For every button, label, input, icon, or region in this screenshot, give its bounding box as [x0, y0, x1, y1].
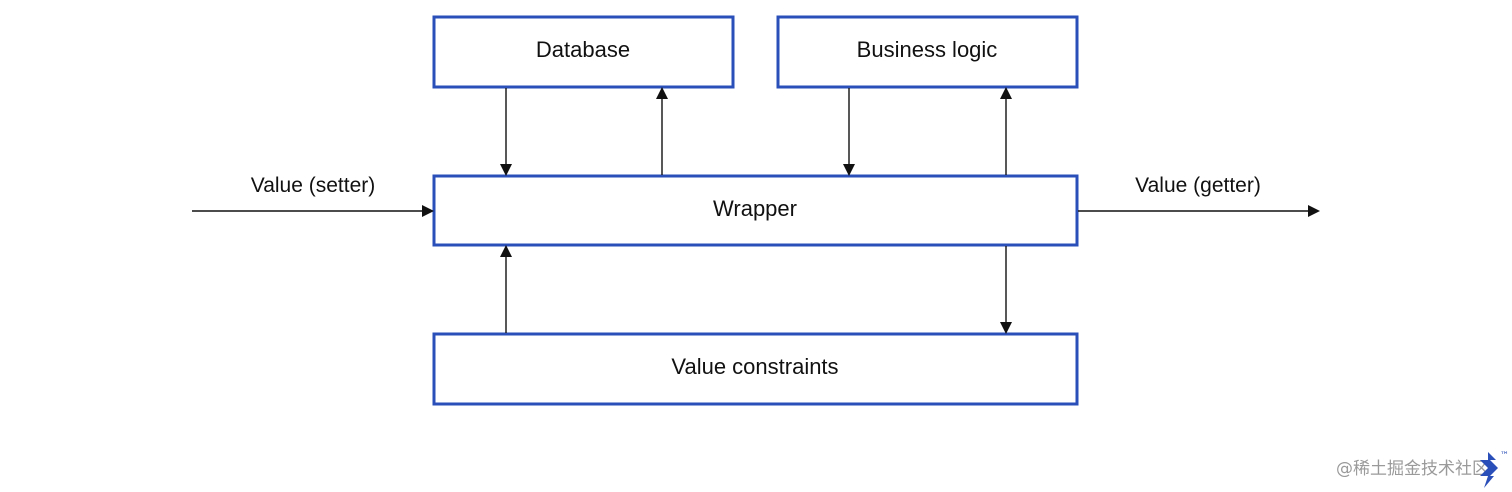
database-label: Database — [536, 37, 630, 62]
business-logic-label: Business logic — [857, 37, 998, 62]
watermark-text: @稀土掘金技术社区 — [1336, 459, 1489, 479]
wrapper-label: Wrapper — [713, 196, 797, 221]
value-constraints-box: Value constraints — [432, 332, 1079, 406]
database-box: Database — [432, 15, 735, 89]
value-constraints-label: Value constraints — [671, 354, 838, 379]
setter-label: Value (setter) — [251, 174, 376, 197]
trademark-mark: ™ — [1500, 451, 1509, 461]
toptal-logo-icon: ™ — [1480, 451, 1509, 488]
business-logic-box: Business logic — [776, 15, 1079, 89]
getter-label: Value (getter) — [1135, 174, 1261, 197]
wrapper-box: Wrapper — [432, 174, 1079, 247]
